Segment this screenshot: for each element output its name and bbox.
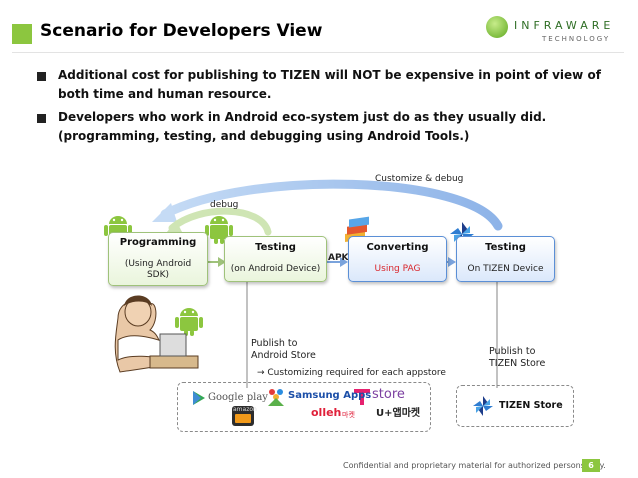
box-subtitle: (Using Android SDK)	[124, 259, 192, 280]
arrow-right-icon	[448, 257, 456, 267]
programming-box: Programming (Using Android SDK)	[108, 232, 208, 286]
bullet-text-1: Additional cost for publishing to TIZEN …	[58, 68, 601, 101]
box-subtitle: Using PAG	[374, 264, 421, 274]
tstore-icon	[354, 389, 370, 405]
title-accent-square	[12, 24, 32, 44]
developer-at-desk-illustration	[114, 295, 199, 373]
tizen-pinwheel-icon	[473, 396, 493, 416]
android-robot-icon	[175, 308, 203, 336]
arrow-right-icon	[218, 257, 226, 267]
debug-label: debug	[210, 200, 239, 210]
olleh-market-suffix: 마켓	[342, 411, 355, 419]
android-testing-box: Testing (on Android Device)	[224, 236, 327, 282]
amazon-appstore-icon	[232, 406, 254, 426]
box-title: Converting	[366, 242, 429, 253]
infraware-logo: INFRAWARE TECHNOLOGY	[486, 14, 612, 50]
publish-android-label: Publish to Android Store	[251, 338, 316, 361]
android-stores-panel	[177, 382, 431, 432]
slide-title: Scenario for Developers View	[40, 21, 323, 41]
logo-wordmark: INFRAWARE	[514, 19, 615, 32]
logo-tagline: TECHNOLOGY	[542, 35, 611, 43]
samsung-apps-logo: Samsung Apps	[288, 390, 372, 401]
box-title: Testing	[485, 242, 526, 253]
uplus-appmarket-logo: U+앱마켓	[376, 408, 421, 419]
box-title: Testing	[255, 242, 296, 253]
tizen-store-panel	[456, 385, 574, 427]
header-divider	[12, 52, 624, 53]
page-number: 6	[582, 459, 600, 472]
box-subtitle: On TIZEN Device	[467, 264, 544, 274]
apk-label: APK	[328, 253, 349, 263]
bullet-square-icon	[37, 72, 46, 81]
amazon-logo: amazon	[233, 406, 257, 413]
debug-arc	[168, 207, 272, 236]
customize-debug-label: Customize & debug	[375, 174, 464, 184]
samsung-apps-icon	[268, 389, 284, 406]
customize-debug-arc	[160, 179, 503, 231]
bullet-text-2: Developers who work in Android eco-syste…	[58, 110, 547, 143]
confidentiality-footer: Confidential and proprietary material fo…	[343, 461, 606, 470]
olleh-logo: olleh	[311, 406, 342, 419]
box-subtitle: (on Android Device)	[230, 264, 321, 274]
box-title: Programming	[119, 237, 197, 248]
logo-mark-icon	[486, 16, 508, 38]
arrow-right-icon	[340, 257, 348, 267]
customize-arrowhead-icon	[152, 203, 177, 222]
tizen-store-label: TIZEN Store	[499, 400, 563, 411]
bullet-square-icon	[37, 114, 46, 123]
google-play-icon	[193, 391, 205, 405]
tstore-logo: store	[372, 387, 405, 402]
publish-tizen-label: Publish to TIZEN Store	[489, 346, 546, 369]
converting-box: Converting Using PAG	[348, 236, 447, 282]
customizing-note: → Customizing required for each appstore	[257, 368, 446, 378]
google-play-logo: Google play	[208, 392, 268, 403]
tizen-testing-box: Testing On TIZEN Device	[456, 236, 555, 282]
